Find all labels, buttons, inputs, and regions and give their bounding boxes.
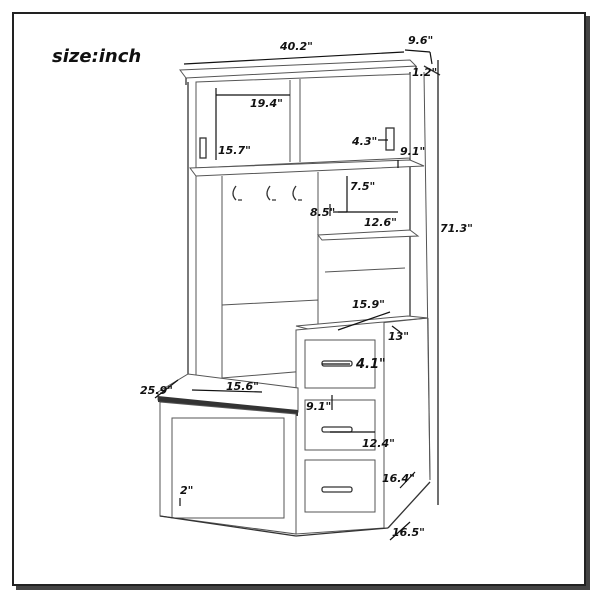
upper-cabinet: [195, 73, 411, 169]
label-drawer-handle: 4.1": [355, 357, 386, 372]
label-hook-gap: 8.5": [310, 206, 335, 219]
label-drawer-depth: 16.4": [382, 472, 415, 485]
label-width-total: 40.2": [279, 40, 313, 53]
hall-tree-outline: [157, 59, 441, 537]
bench-cabinet: [159, 401, 297, 535]
label-handle: 4.3": [351, 135, 377, 148]
drawer-3: [304, 459, 376, 513]
bench-door: [171, 417, 285, 519]
label-hook-spacing: 7.5": [350, 180, 375, 193]
label-total-height: 71.3": [440, 222, 473, 235]
drawer-3-handle: [321, 486, 353, 493]
label-drawer-height: 9.1": [306, 400, 331, 413]
label-shelf-width: 12.6": [364, 216, 397, 229]
label-cabinet-door-width: 19.4": [250, 97, 283, 110]
label-drawer-width: 12.4": [362, 437, 395, 450]
label-bench-width: 15.6": [226, 380, 259, 393]
coat-hook-2: [266, 185, 276, 201]
right-door-handle: [385, 127, 395, 151]
drawer-2: [304, 399, 376, 451]
label-drawer-top-depth: 13": [388, 330, 409, 343]
label-drawer-top-width: 15.9": [352, 298, 385, 311]
dimension-labels: 40.2" 9.6" 1.2" 19.4" 15.7" 4.3" 9.1" 7.…: [140, 34, 473, 539]
size-unit-title: size:inch: [52, 46, 141, 67]
label-depth-top: 9.6": [408, 34, 433, 47]
label-crown: 1.2": [412, 66, 437, 79]
side-shelf: [317, 229, 420, 241]
label-base-depth: 16.5": [392, 526, 425, 539]
label-cabinet-depth: 9.1": [400, 145, 425, 158]
cabinet-bottom-shelf: [189, 159, 425, 177]
left-door-handle: [199, 137, 207, 159]
label-base-height: 2": [180, 484, 193, 497]
label-cabinet-height: 15.7": [218, 144, 251, 157]
coat-hook-1: [232, 185, 242, 201]
label-bench-depth: 25.9": [140, 384, 173, 397]
coat-hook-3: [292, 185, 302, 201]
dimension-lines: [154, 49, 439, 541]
